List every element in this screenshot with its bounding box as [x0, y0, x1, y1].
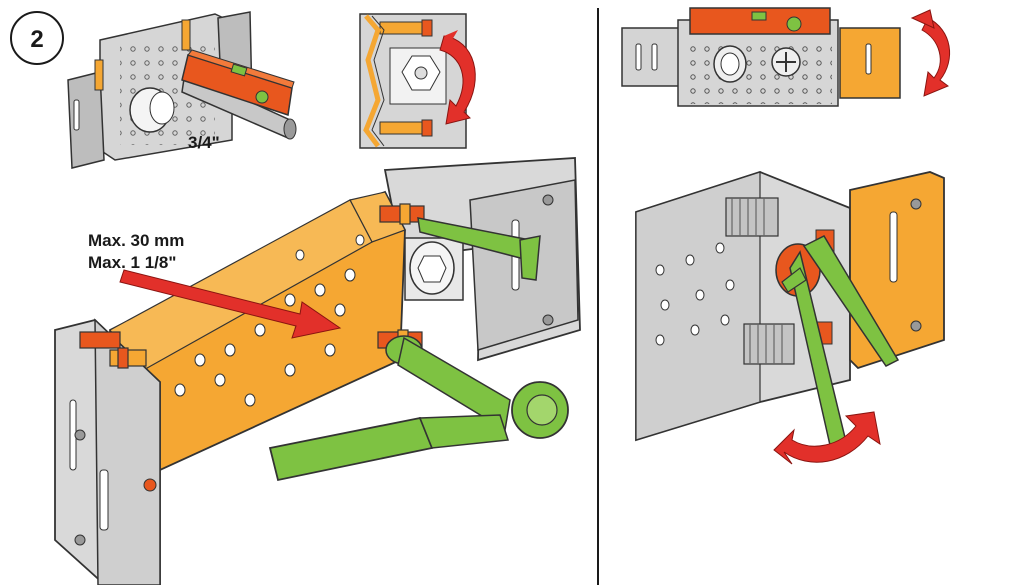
- main-assembly: Max. 30 mm Max. 1 1/8": [54, 157, 581, 585]
- pipe-size-label: 3/4": [188, 133, 220, 152]
- assembly-thumbnail: 3/4": [67, 11, 297, 169]
- spirit-level-icon: [181, 49, 295, 116]
- step-badge: 2: [10, 11, 64, 65]
- rotation-thumbnail: [359, 13, 476, 149]
- push-arrow-icon: [119, 269, 342, 339]
- ratchet-wrench-icon: [268, 335, 569, 482]
- max-in-label: Max. 1 1/8": [88, 253, 176, 272]
- rotate-arrow-icon: [439, 30, 476, 125]
- detail-assembly: [635, 171, 945, 465]
- max-mm-label: Max. 30 mm: [88, 231, 184, 250]
- level-check-thumbnail: [621, 7, 951, 107]
- step-number: 2: [30, 26, 43, 53]
- curved-arrow-icon: [910, 9, 951, 97]
